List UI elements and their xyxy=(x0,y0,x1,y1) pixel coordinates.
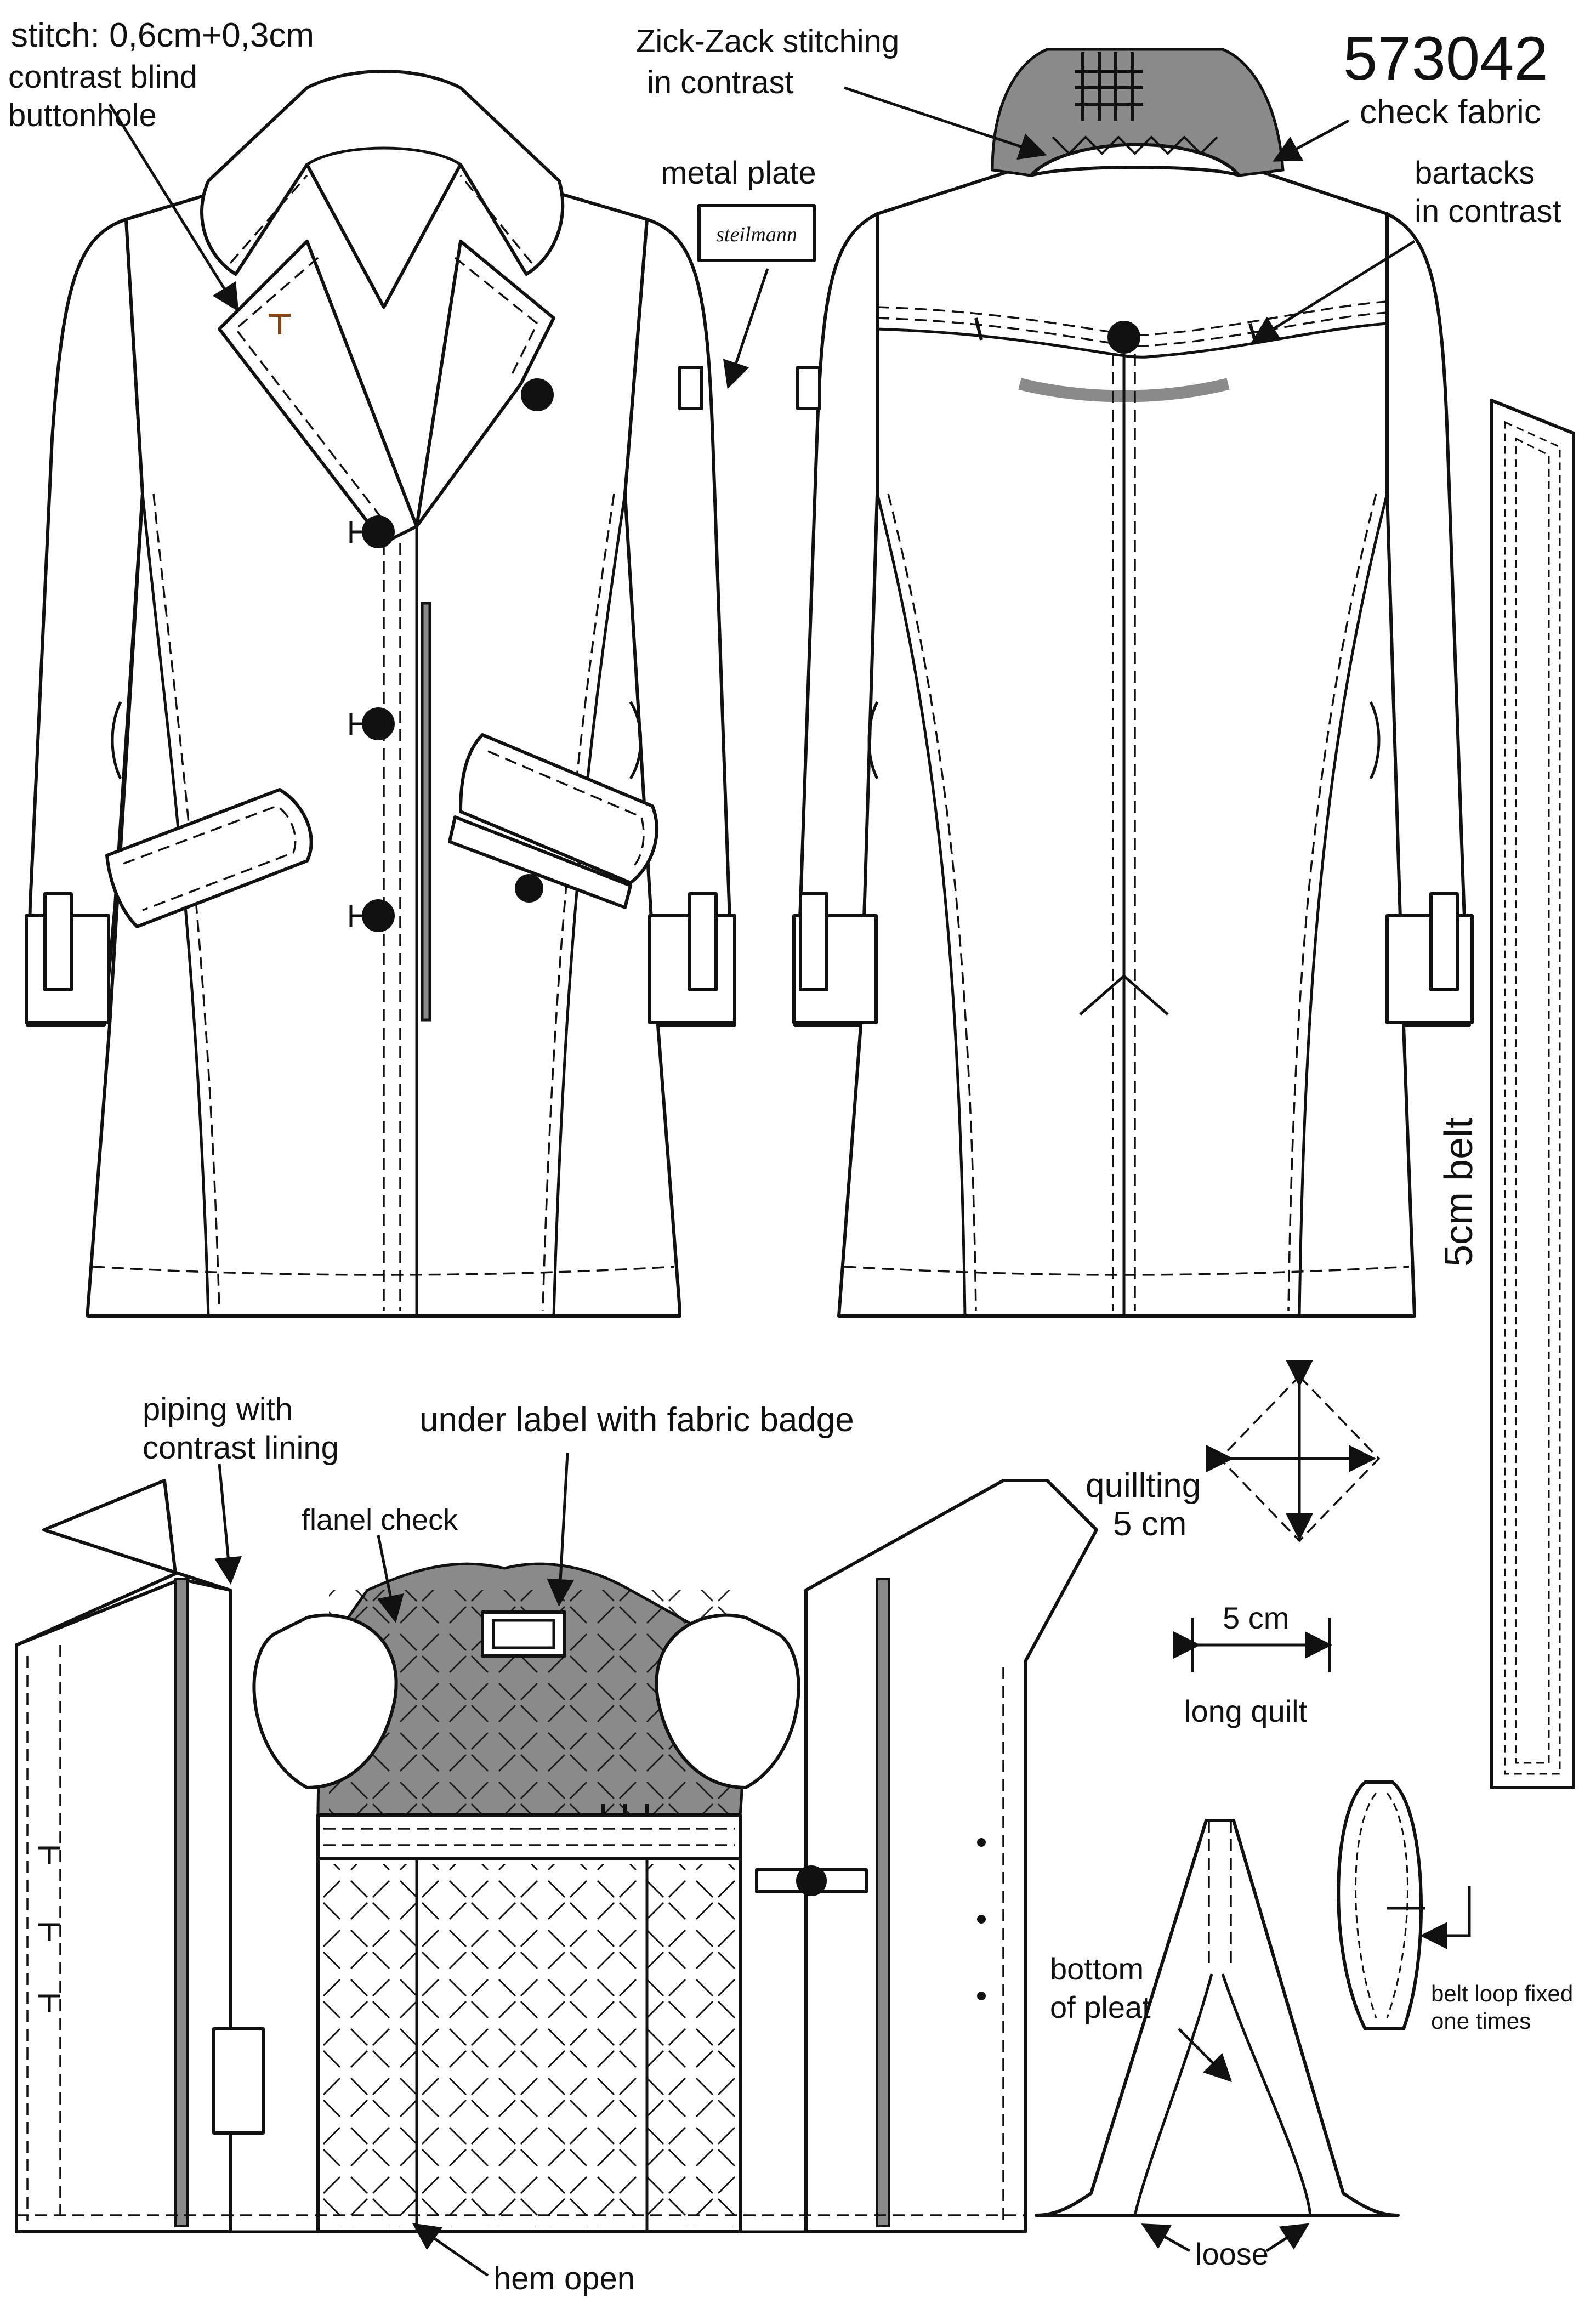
long-quilt-label: long quilt xyxy=(1184,1694,1308,1728)
contrast-placket-strip xyxy=(421,602,431,1022)
bottom-pleat-label-2: of pleat xyxy=(1050,1990,1151,2024)
metal-plate-brand: steilmann xyxy=(716,223,797,246)
quilting-label-2: 5 cm xyxy=(1113,1505,1186,1543)
zickzack-label-2: in contrast xyxy=(647,65,794,100)
belt xyxy=(1490,399,1575,1789)
front-left-sleeve xyxy=(26,218,144,1027)
check-fabric-label: check fabric xyxy=(1360,93,1541,131)
back-right-sleeve xyxy=(1385,212,1471,1027)
right-contrast-piping xyxy=(876,1578,890,2227)
collar-check-pattern xyxy=(1075,52,1143,121)
pleat-detail xyxy=(1035,1819,1400,2217)
inside-phone-pocket xyxy=(212,2027,265,2135)
metal-plate-label: metal plate xyxy=(661,155,816,191)
front-pocket-button-right xyxy=(515,874,543,903)
front-left-cuff-tab xyxy=(43,892,73,991)
piping-label-1: piping with xyxy=(143,1392,293,1427)
zickzack-label-1: Zick-Zack stitching xyxy=(636,24,899,59)
hem-open-label: hem open xyxy=(493,2261,635,2296)
quilting-symbol xyxy=(1173,1360,1381,1672)
contrast-buttonhole-label-1: contrast blind xyxy=(8,59,197,95)
quilt-width-label: 5 cm xyxy=(1223,1601,1289,1635)
back-view xyxy=(678,48,1474,1318)
belt-loop-label-1: belt loop fixed xyxy=(1431,1981,1573,2006)
inside-pocket-button xyxy=(796,1865,827,1896)
front-button-2 xyxy=(362,707,395,740)
under-label-label: under label with fabric badge xyxy=(419,1401,854,1439)
left-contrast-piping xyxy=(174,1578,189,2227)
inside-view xyxy=(15,1479,1098,2233)
back-yoke-button xyxy=(1107,321,1140,354)
left-shoulder-metal-plate xyxy=(678,366,703,410)
lining-waistband xyxy=(316,1813,742,1860)
back-collar-undercollar xyxy=(1029,143,1241,177)
metal-plate-badge xyxy=(697,204,816,262)
right-shoulder-metal-plate xyxy=(796,366,821,410)
front-view xyxy=(25,70,736,1318)
bottom-pleat-label-1: bottom xyxy=(1050,1952,1144,1986)
contrast-buttonhole-label-2: buttonhole xyxy=(8,98,157,133)
loose-label: loose xyxy=(1195,2237,1269,2271)
flanel-check-label: flanel check xyxy=(302,1504,458,1536)
style-number: 573042 xyxy=(1343,24,1548,93)
front-collar xyxy=(200,70,565,309)
belt-loop-label-2: one times xyxy=(1431,2008,1531,2034)
front-button-3 xyxy=(362,899,395,932)
front-right-cuff-tab xyxy=(688,892,718,991)
inside-right-front xyxy=(804,1479,1098,2233)
contrast-buttonhole-mark xyxy=(269,314,291,334)
bartacks-label-1: bartacks xyxy=(1415,155,1535,191)
belt-width-label: 5cm belt xyxy=(1437,1118,1481,1267)
front-left-pocket-flap xyxy=(105,788,313,928)
belt-loop-detail xyxy=(1337,1780,1471,2030)
front-button-4 xyxy=(521,378,554,411)
front-right-pocket-flap xyxy=(459,733,658,884)
front-button-1 xyxy=(362,515,395,548)
zickzack-stitching xyxy=(1052,135,1218,155)
piping-label-2: contrast lining xyxy=(143,1430,339,1466)
front-right-lapel xyxy=(415,240,555,528)
bartacks-label-2: in contrast xyxy=(1415,194,1561,229)
quilting-label-1: quillting xyxy=(1086,1467,1201,1505)
stitch-spec-label: stitch: 0,6cm+0,3cm xyxy=(11,16,314,54)
